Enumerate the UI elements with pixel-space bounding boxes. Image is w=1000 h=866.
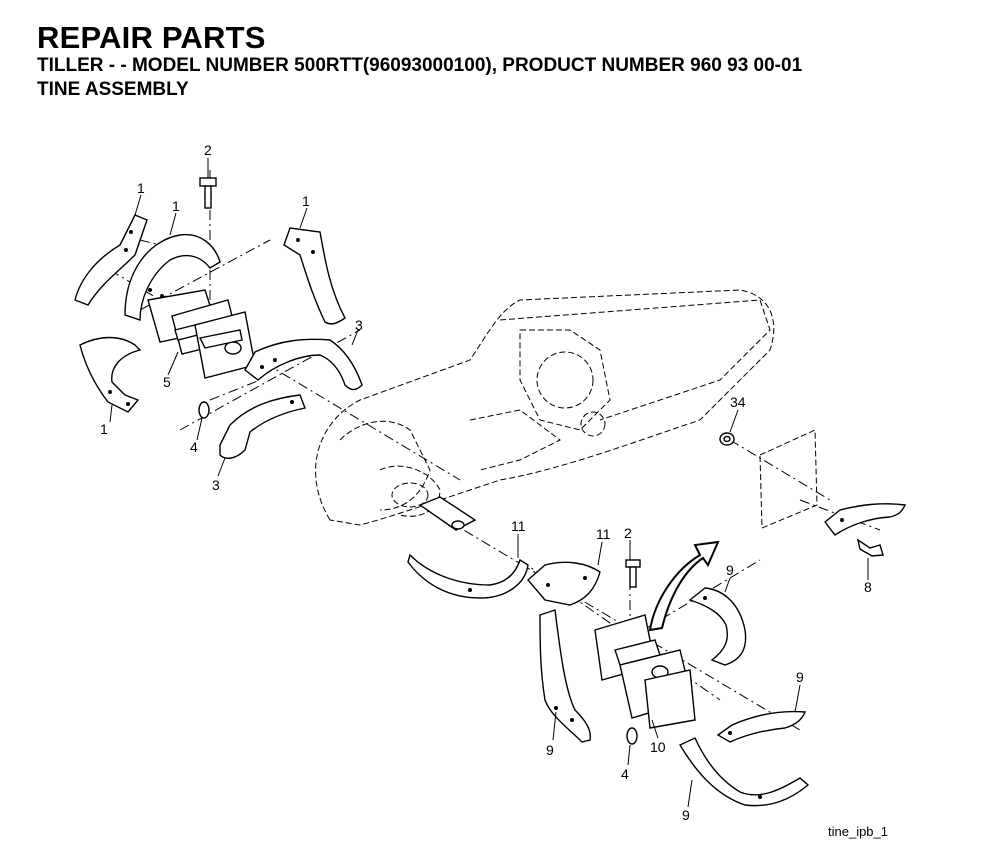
callout-9: 9 (726, 562, 734, 578)
tine-part-far-right (824, 503, 907, 536)
tine-part-9-bottom (679, 737, 810, 807)
callout-1: 1 (137, 180, 145, 196)
callout-3: 3 (355, 317, 363, 333)
callout-labels: 1 1 1 1 2 2 3 3 4 4 5 8 9 9 9 9 10 11 11… (100, 142, 872, 823)
callout-2: 2 (624, 525, 632, 541)
figure-id: tine_ipb_1 (828, 824, 888, 839)
tine-part-1-upper (124, 233, 221, 321)
callout-9: 9 (682, 807, 690, 823)
callout-1: 1 (302, 193, 310, 209)
rotation-direction-arrow-icon (648, 540, 720, 632)
nut-part-34 (719, 432, 735, 446)
tine-part-3-upper (244, 338, 363, 391)
callout-3: 3 (212, 477, 220, 493)
tine-part-9-right (716, 710, 806, 743)
callout-1: 1 (172, 198, 180, 214)
callout-1: 1 (100, 421, 108, 437)
callout-10: 10 (650, 739, 666, 755)
tine-part-3-lower (219, 394, 306, 459)
callout-2: 2 (204, 142, 212, 158)
callout-9: 9 (796, 669, 804, 685)
tine-part-1-top-right (283, 227, 346, 325)
mounting-plate-ghost (759, 429, 818, 529)
callout-11: 11 (596, 526, 611, 542)
tine-hub-flange-part-5 (147, 289, 256, 379)
tine-part-1-lower-left (79, 336, 142, 413)
bolt-part-8 (856, 538, 884, 557)
tine-part-11-right (527, 561, 601, 606)
tine-hub-flange-part-10 (594, 614, 696, 729)
callout-4: 4 (621, 766, 629, 782)
tine-part-1-upper-left (74, 214, 148, 306)
tine-part-9-upper-right (688, 587, 747, 666)
bolt-part-2-upper (199, 177, 217, 209)
page-title: REPAIR PARTS (37, 20, 266, 55)
callout-5: 5 (163, 374, 171, 390)
callout-8: 8 (864, 579, 872, 595)
tine-part-11-left (407, 553, 529, 599)
bolt-part-2-lower (625, 559, 641, 588)
tiller-transmission-housing (315, 289, 775, 526)
callout-leaders (109, 158, 869, 808)
page-subtitle: TILLER - - MODEL NUMBER 500RTT(960930001… (37, 55, 803, 76)
section-title: TINE ASSEMBLY (37, 79, 189, 100)
callout-34: 34 (730, 394, 746, 410)
nut-part-4-upper (198, 401, 210, 419)
callout-11: 11 (511, 518, 526, 534)
nut-part-4-lower (626, 727, 638, 745)
tine-part-9-left (539, 609, 592, 743)
callout-9: 9 (546, 742, 554, 758)
output-shaft (418, 496, 477, 531)
callout-4: 4 (190, 439, 198, 455)
